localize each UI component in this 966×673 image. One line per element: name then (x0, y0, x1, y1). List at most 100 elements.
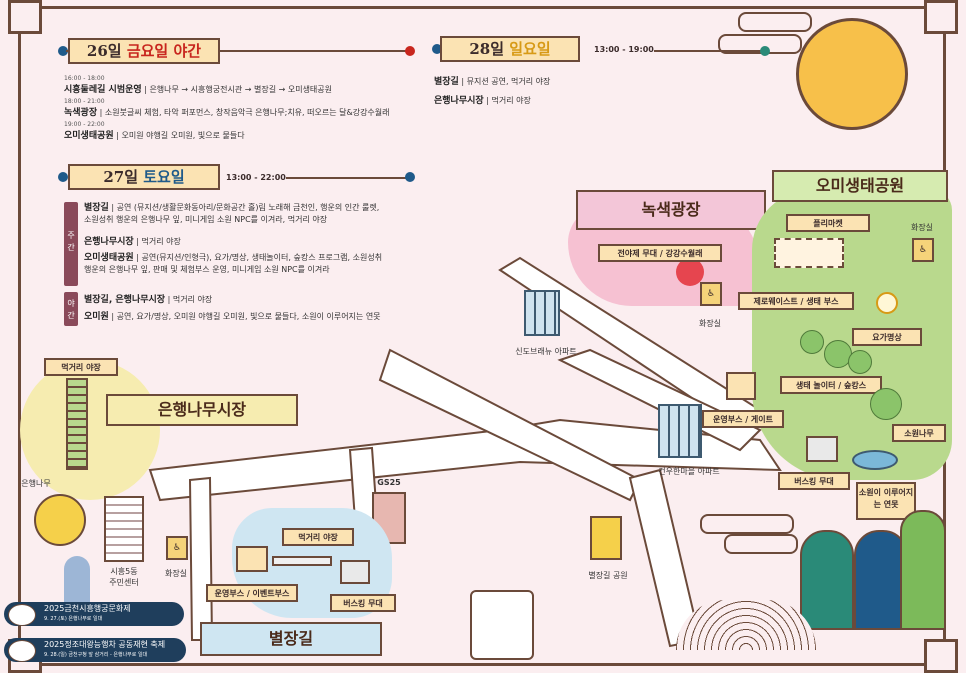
timeline-line (654, 50, 764, 52)
market-toilet-label: 화장실 (164, 569, 188, 578)
timeline-line (66, 50, 411, 52)
cloud-icon (700, 514, 794, 534)
byeoljang-park-label: 별장길 공원 (588, 571, 628, 580)
festival-logo-icon (8, 640, 36, 662)
toilet-icon: ♿ (166, 536, 188, 560)
byeoljang-food-label: 먹거리 야장 (282, 528, 354, 546)
byeoljang-title: 별장길 (200, 622, 382, 656)
food-stall-icon (66, 378, 88, 470)
tree-icon (824, 340, 852, 368)
schedule-place: 오미생태공원 (84, 253, 134, 263)
community-center-label: 시흥5동 주민센터 (109, 567, 139, 587)
zero-waste-label: 제로웨이스트 / 생태 부스 (738, 292, 854, 310)
booth-tent-icon (236, 546, 268, 572)
day28-title: 28일 일요일 (440, 36, 580, 62)
schedule-place: 별장길 (84, 203, 109, 213)
schedule-place: 오미원 (84, 312, 109, 322)
booth-tents-icon (774, 238, 844, 268)
market-area (20, 360, 160, 500)
tree-icon (800, 330, 824, 354)
schedule-place: 별장길, 은행나무시장 (84, 295, 166, 305)
green-plaza-stage-label: 전야제 무대 / 강강수월래 (598, 244, 722, 262)
festival-date: 9. 28.(일) 금천구청 앞 삼거리 - 은행나무로 일대 (44, 652, 148, 658)
ops-gate-label: 운영부스 / 게이트 (702, 410, 784, 428)
toilet-icon: ♿ (700, 282, 722, 306)
timeline-dot (760, 46, 770, 56)
wish-tree-icon (870, 388, 902, 420)
apartment-icon (658, 404, 702, 458)
festival-name: 2025금천시흥행궁문화제 (44, 604, 131, 613)
wish-tree-label: 소원나무 (892, 424, 946, 442)
schedule-place: 녹색광장 (64, 108, 98, 118)
arch-icon (800, 530, 854, 630)
stage-marker-icon (676, 258, 704, 286)
yoga-label: 요가명상 (852, 328, 922, 346)
apartment-icon (524, 290, 560, 336)
day28-time: 13:00 - 19:00 (594, 45, 654, 54)
omi-busking-label: 버스킹 무대 (778, 472, 850, 490)
festival-logo-icon (8, 604, 36, 626)
green-plaza-toilet-label: 화장실 (698, 319, 722, 328)
day27-night-schedule: 별장길, 은행나무시장 | 먹거리 야장 오미원 | 공연, 요가/명상, 오미… (84, 295, 381, 322)
sindo-apt-label: 신도브래뉴 아파트 (515, 347, 577, 356)
gs25-label: GS25 (377, 478, 401, 487)
schedule-place: 은행나무시장 (434, 96, 484, 106)
schedule-desc: 먹거리 야장 (491, 96, 531, 105)
schedule-desc: 공연, 요가/명상, 오미원 야행길 오미원, 빛으로 물들다, 소원이 이루어… (116, 312, 381, 321)
stall-row-icon (272, 556, 332, 566)
flea-market-label: 플리마켓 (786, 214, 870, 232)
festival-date: 9. 27.(토) 은행나무로 일대 (44, 616, 103, 622)
pond-icon (852, 450, 898, 470)
time-label: 19:00 - 22:00 (64, 121, 105, 128)
moon-icon (796, 18, 908, 130)
schedule-desc: 은행나무 → 시흥행궁전시관 → 별장길 → 오미생태공원 (149, 85, 333, 94)
arch-icon (900, 510, 946, 630)
schedule-place: 은행나무시장 (84, 237, 134, 247)
schedule-desc: 먹거리 야장 (141, 237, 181, 246)
schedule-desc: 공연(뮤지션/인형극), 요가/명상, 생태놀이터, 숲캉스 프로그램, 소원성… (84, 253, 383, 274)
ops-booth-label: 운영부스 / 이벤트부스 (206, 584, 298, 602)
timeline-dot (432, 44, 442, 54)
timeline-dot (405, 46, 415, 56)
frame-corner (8, 0, 42, 34)
omi-park-title: 오미생태공원 (772, 170, 948, 202)
arch-icon (854, 530, 908, 630)
schedule-desc: 먹거리 야장 (172, 295, 213, 304)
toilet-icon: ♿ (912, 238, 934, 262)
gate-tent-icon (726, 372, 756, 400)
minimap-icon (470, 590, 534, 660)
frame-corner (924, 0, 958, 34)
geonwoo-apt-label: 건우한마을 아파트 (658, 467, 720, 476)
time-label: 16:00 - 18:00 (64, 75, 105, 82)
park-pavilion-icon (590, 516, 622, 560)
schedule-place: 별장길 (434, 77, 459, 87)
eco-play-label: 생태 놀이터 / 숲캉스 (780, 376, 882, 394)
byeoljang-busking-label: 버스킹 무대 (330, 594, 396, 612)
timeline-dot (58, 46, 68, 56)
wave-pattern-icon (676, 600, 816, 650)
festival-name: 2025정조대왕능행차 공동재현 축제 (44, 640, 166, 649)
speaker-icon (806, 436, 838, 462)
cloud-icon (738, 12, 812, 32)
schedule-place: 시흥둘레길 시범운영 (64, 85, 142, 95)
market-food-label: 먹거리 야장 (44, 358, 118, 376)
schedule-desc: 공연 (뮤지션/생활문화동아리/문화공간 홀)림 노래해 금천인, 행운의 인간… (84, 203, 380, 224)
wish-pond-label: 소원이 이루어지는 연못 (856, 482, 916, 520)
day27-day-schedule: 별장길 | 공연 (뮤지션/생활문화동아리/문화공간 홀)림 노래해 금천인, … (84, 203, 383, 274)
timeline-line (286, 177, 410, 179)
frame-corner (924, 639, 958, 673)
day27-title: 27일 토요일 (68, 164, 220, 190)
timeline-dot (58, 172, 68, 182)
schedule-place: 오미생태공원 (64, 131, 114, 141)
schedule-desc: 소원붓글씨 체험, 타악 퍼포먼스, 창작음악극 은행나무;치유, 떠오르는 달… (104, 108, 390, 117)
cloud-icon (724, 534, 798, 554)
tree-icon (848, 350, 872, 374)
day26-title: 26일 금요일 야간 (68, 38, 220, 64)
ginkgo-label: 은행나무 (21, 479, 51, 488)
day-tag: 주간 (64, 202, 78, 286)
green-plaza-title: 녹색광장 (576, 190, 766, 230)
road (188, 476, 214, 641)
omi-toilet-label: 화장실 (910, 223, 934, 232)
yoga-icon (876, 292, 898, 314)
day26-schedule: 16:00 - 18:00 시흥둘레길 시범운영 | 은행나무 → 시흥행궁전시… (64, 73, 424, 142)
